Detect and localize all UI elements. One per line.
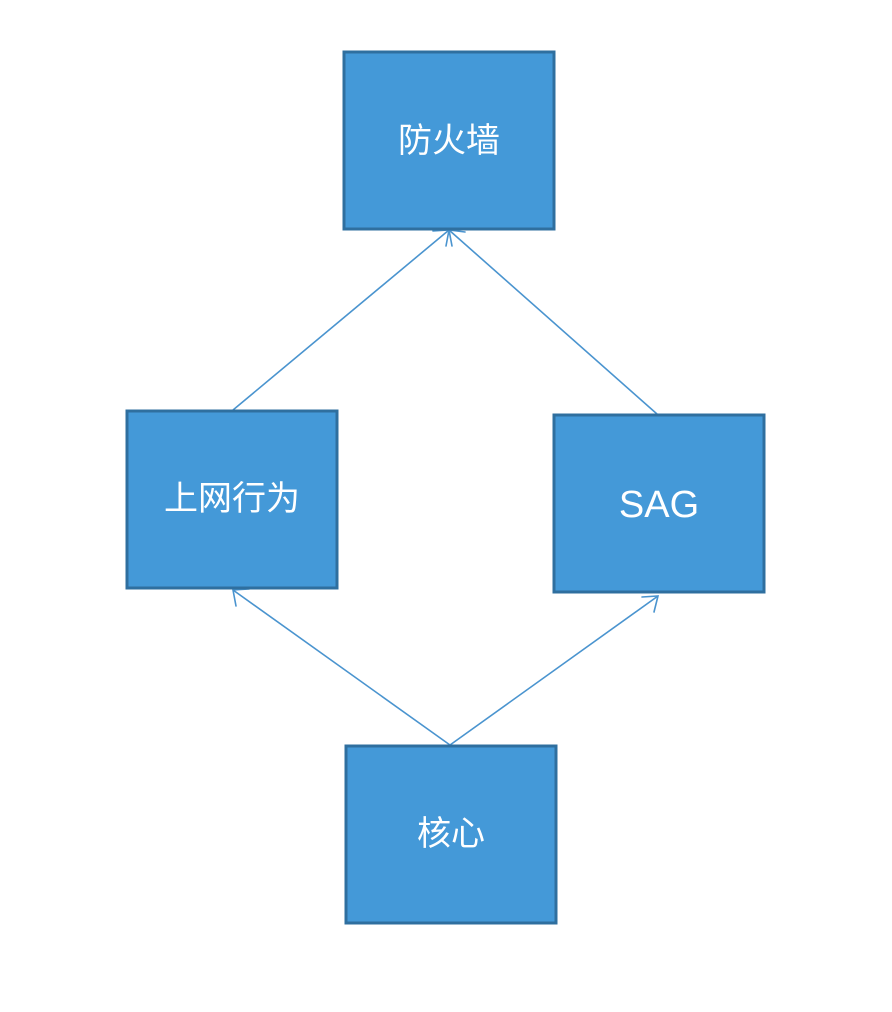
edge-core-to-behavior <box>232 589 451 746</box>
edge-core-to-sag <box>449 595 659 746</box>
sag-box <box>552 413 766 594</box>
sag-label: SAG <box>619 484 699 526</box>
edges <box>232 229 660 746</box>
node-sag[interactable]: SAG <box>552 413 766 594</box>
edge-behavior-to-firewall <box>232 229 450 411</box>
firewall-label: 防火墙 <box>398 121 500 161</box>
edge-sag-to-firewall <box>448 229 658 415</box>
node-behavior[interactable]: 上网行为 <box>125 409 339 590</box>
behavior-box <box>125 409 339 590</box>
node-firewall[interactable]: 防火墙 <box>342 50 556 231</box>
node-core[interactable]: 核心 <box>344 744 558 925</box>
behavior-label: 上网行为 <box>164 479 300 519</box>
firewall-box <box>342 50 556 231</box>
arrowhead-sag <box>641 595 660 613</box>
core-label: 核心 <box>417 814 485 854</box>
core-box <box>344 744 558 925</box>
